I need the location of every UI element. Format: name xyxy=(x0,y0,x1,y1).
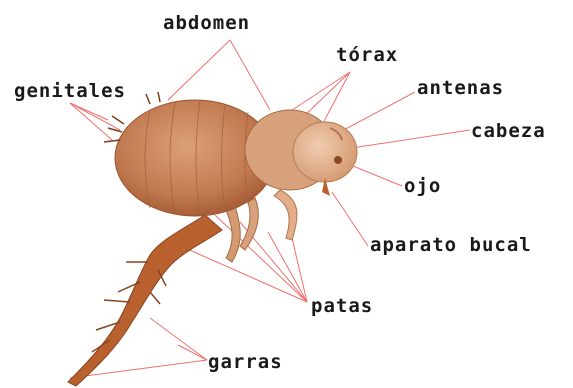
hind-leg xyxy=(68,215,222,386)
label-cabeza: cabeza xyxy=(471,122,546,141)
label-abdomen: abdomen xyxy=(163,14,250,33)
eye-shape xyxy=(334,156,342,164)
flea-illustration xyxy=(68,92,357,386)
label-patas: patas xyxy=(311,297,373,316)
label-garras: garras xyxy=(208,353,283,372)
label-genitales: genitales xyxy=(14,82,126,101)
front-leg-2 xyxy=(240,198,258,250)
label-aparato-bucal: aparato bucal xyxy=(370,236,532,255)
label-antenas: antenas xyxy=(417,79,504,98)
head-shape xyxy=(293,122,357,182)
leader-lines xyxy=(70,40,470,378)
middle-leg xyxy=(226,205,240,262)
label-ojo: ojo xyxy=(404,177,441,196)
label-torax: tórax xyxy=(336,46,398,65)
front-leg xyxy=(274,190,297,240)
